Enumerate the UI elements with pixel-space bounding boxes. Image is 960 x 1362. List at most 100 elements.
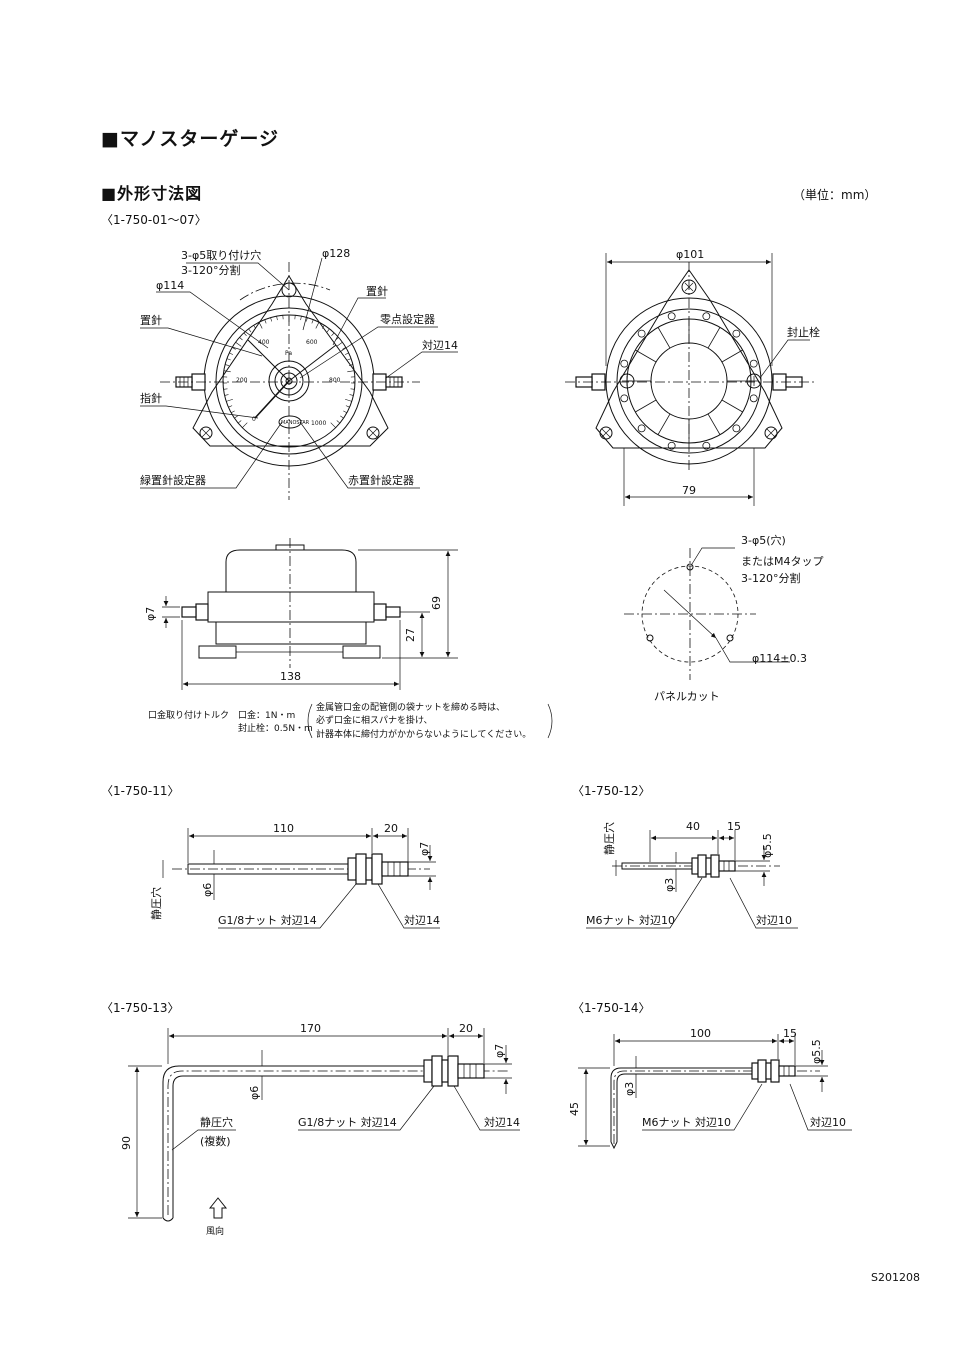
model-label-14: 〈1-750-14〉 (572, 1001, 651, 1015)
back-rib-hole (637, 329, 646, 338)
probe-13-across-label: 対辺14 (484, 1115, 520, 1129)
dial-tick-mark (226, 398, 233, 402)
dial-tick-400: 400 (258, 339, 270, 346)
dial-tick-600: 600 (306, 339, 318, 346)
model-label-13: 〈1-750-13〉 (101, 1001, 180, 1015)
probe-12-drawing (586, 830, 798, 929)
probe-11-nut-label: G1/8ナット 対辺14 (218, 913, 317, 927)
dial-tick-mark (270, 317, 272, 322)
dim-11-length-20: 20 (384, 822, 398, 835)
dim-11-length-110: 110 (273, 822, 294, 835)
unit-label: （単位：mm） (793, 188, 877, 202)
dim-11-d7: φ7 (418, 842, 431, 856)
probe-11-port-label: 静圧穴 (149, 887, 163, 920)
dim-14-d55: φ5.5 (810, 1039, 823, 1064)
dial-tick-mark (300, 316, 302, 321)
dial-tick-mark (306, 317, 308, 322)
back-rib-hole (667, 441, 676, 450)
dial-tick-mark (340, 415, 344, 419)
probe-13-port-label: 静圧穴 (200, 1115, 233, 1129)
back-rib-hole (732, 424, 741, 433)
mount-holes-label: 3-φ5取り付け穴 (181, 248, 261, 262)
probe-12-nut-label: M6ナット 対辺10 (586, 913, 675, 927)
dial-tick-mark (331, 332, 335, 337)
dial-tick-mark (345, 405, 350, 408)
dial-tick-mark (223, 370, 231, 373)
dial-tick-mark (350, 388, 355, 390)
probe-13-drawing (128, 1028, 520, 1222)
brand-badge: MANOSTAR (281, 420, 310, 426)
caution-note-1: 金属管口金の配管側の袋ナットを締める時は、 (316, 701, 505, 713)
dim-11-d6: φ6 (201, 883, 214, 897)
dial-unit: Pa (285, 350, 292, 357)
pointer-label: 指針 (140, 391, 162, 405)
dim-12-length-40: 40 (686, 820, 700, 833)
back-rib (657, 413, 671, 435)
front-view (140, 257, 458, 500)
panel-tap-label: またはM4タップ (741, 555, 824, 568)
dim-14-length-15: 15 (783, 1027, 797, 1040)
probe-14-across-label: 対辺10 (810, 1115, 846, 1129)
across-flats-14-label: 対辺14 (422, 338, 458, 352)
green-needle-adjuster-label: 緑置針設定器 (140, 473, 206, 487)
dim-138: 138 (280, 670, 301, 683)
back-rib-hole (637, 424, 646, 433)
panel-division-label: 3-120°分割 (741, 571, 800, 585)
back-rib-hole (620, 359, 629, 368)
dim-79: 79 (682, 484, 696, 497)
back-rib-hole (702, 441, 711, 450)
dial-tick-mark (224, 394, 229, 396)
dial-tick-mark (326, 328, 330, 333)
dial-tick-mark (231, 410, 235, 414)
dial-tick-mark (348, 364, 354, 366)
back-rib-hole (702, 312, 711, 321)
page-title: ■マノスターゲージ (101, 128, 280, 150)
probe-11-across-label: 対辺14 (404, 913, 440, 927)
dim-14-height-45: 45 (568, 1102, 581, 1116)
dial-tick-mark (343, 410, 347, 414)
dial-tick-mark (311, 319, 314, 324)
dial-tick-mark (234, 415, 238, 419)
dial-tick-mark (264, 319, 267, 324)
probe-11-drawing (162, 828, 440, 929)
back-rib (707, 413, 721, 435)
dial-tick-mark (248, 328, 252, 333)
dial-tick-800: 800 (329, 377, 341, 384)
dial-tick-mark (347, 370, 355, 373)
dim-12-d3: φ3 (663, 878, 676, 892)
back-rib-hole (749, 359, 758, 368)
back-view (565, 253, 815, 506)
dial-tick-mark (223, 388, 228, 390)
back-rib (707, 327, 721, 349)
back-rib (635, 399, 657, 413)
back-rib (721, 399, 743, 413)
probe-12-port-label: 静圧穴 (602, 822, 616, 855)
dim-27: 27 (404, 628, 417, 642)
dial-tick-mark (315, 322, 320, 329)
back-rib (721, 349, 743, 363)
probe-14-drawing (578, 1034, 852, 1150)
dial-tick-200: 200 (236, 377, 248, 384)
panel-cut-title: パネルカット (654, 690, 720, 703)
section-title: ■外形寸法図 (101, 184, 203, 203)
model-label-12: 〈1-750-12〉 (572, 784, 651, 798)
wind-direction-label: 風向 (206, 1225, 224, 1237)
dim-13-length-20: 20 (459, 1022, 473, 1035)
dial-tick-mark (242, 422, 248, 428)
dim-side-d7: φ7 (144, 607, 157, 621)
back-rib-hole (732, 329, 741, 338)
dim-14-d3: φ3 (623, 1082, 636, 1096)
dial-tick-mark (226, 358, 231, 361)
model-label-01-07: 〈1-750-01～07〉 (101, 213, 207, 227)
dial-tick-mark (239, 337, 243, 341)
dim-69: 69 (430, 596, 443, 610)
caution-note-2: 必ず口金に相スパナを掛け、 (316, 714, 433, 726)
dial-tick-mark (228, 405, 233, 408)
set-needle-left-label: 置針 (140, 313, 162, 327)
probe-12-across-label: 対辺10 (756, 913, 792, 927)
model-label-11: 〈1-750-11〉 (101, 784, 180, 798)
dial-tick-mark (344, 352, 349, 355)
dial-tick-mark (276, 316, 278, 321)
dial-tick-mark (232, 347, 236, 350)
dim-d128: φ128 (322, 247, 350, 260)
